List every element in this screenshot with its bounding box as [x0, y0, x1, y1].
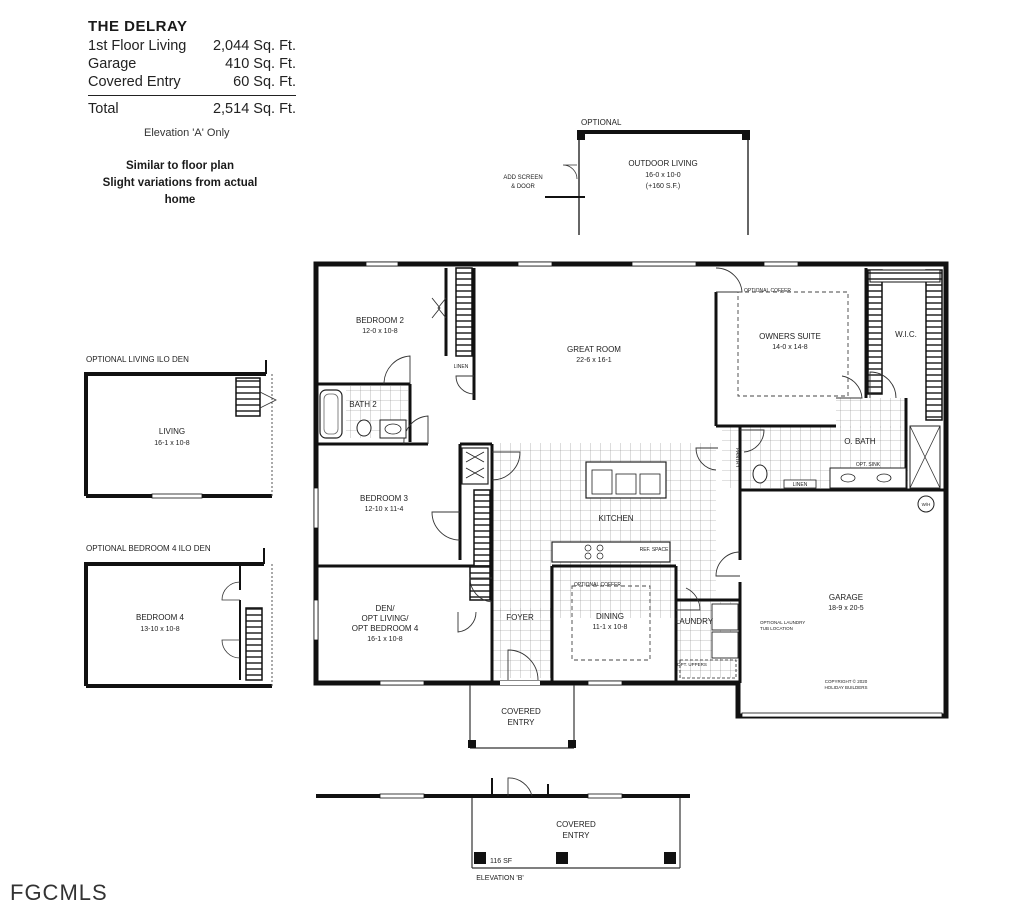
- laundry-note-1: OPTIONAL LAUNDRY: [760, 620, 805, 625]
- bedroom3-name: BEDROOM 3: [360, 494, 409, 503]
- sqft-row-total: Total 2,514 Sq. Ft.: [88, 101, 296, 117]
- owners-suite-name: OWNERS SUITE: [759, 332, 821, 341]
- optional-bedroom4-plan: OPTIONAL BEDROOM 4 ILO DEN BEDROOM 4 13-…: [84, 544, 273, 688]
- pantry-label: PANTRY: [734, 448, 740, 468]
- optional-living-plan: OPTIONAL LIVING ILO DEN LIVING 16-1 x 10…: [84, 355, 277, 499]
- sqft-label: Covered Entry: [88, 74, 181, 90]
- linen-label-2: LINEN: [793, 482, 808, 488]
- sqft-label: Total: [88, 101, 119, 117]
- den-line-2: OPT LIVING/: [362, 614, 410, 623]
- dining-name: DINING: [596, 612, 624, 621]
- covered-entry-a-line1: COVERED: [501, 707, 541, 716]
- kitchen-label: KITCHEN: [598, 514, 633, 523]
- dining-coffer-note: OPTIONAL COFFER: [574, 582, 621, 588]
- laundry-label: LAUNDRY: [675, 617, 714, 626]
- garage-name: GARAGE: [829, 593, 863, 602]
- sqft-row-living: 1st Floor Living 2,044 Sq. Ft.: [88, 38, 296, 54]
- opt-sink-label: OPT. SINK: [856, 462, 881, 468]
- opt-bed4-name: BEDROOM 4: [136, 613, 185, 622]
- disclaimer-line-1: Similar to floor plan: [126, 160, 234, 172]
- outdoor-screen-note-2: & DOOR: [511, 184, 535, 190]
- wic-label: W.I.C.: [895, 330, 917, 339]
- ref-space-label: REF. SPACE: [640, 547, 669, 553]
- sqft-value: 60 Sq. Ft.: [233, 74, 296, 90]
- main-floor-plan: BEDROOM 2 12-0 x 10-8 GREAT ROOM 22-6 x …: [313, 261, 949, 719]
- opt-living-dims: 16-1 x 10-8: [154, 440, 190, 447]
- sqft-row-garage: Garage 410 Sq. Ft.: [88, 56, 296, 72]
- copyright-line-2: HOLIDAY BUILDERS: [824, 685, 867, 690]
- elev-b-area: 116 SF: [490, 858, 512, 865]
- copyright-line-1: COPYRIGHT © 2020: [825, 678, 868, 684]
- linen-label-1: LINEN: [454, 364, 469, 370]
- laundry-note-2: TUB LOCATION: [760, 626, 793, 631]
- sqft-value: 410 Sq. Ft.: [225, 56, 296, 72]
- outdoor-area: (+160 S.F.): [646, 183, 680, 190]
- covered-entry-a-line2: ENTRY: [508, 718, 536, 727]
- outdoor-screen-note-1: ADD SCREEN: [503, 175, 542, 181]
- optional-outdoor-living: OPTIONAL OUTDOOR LIVING 16-0 x 10-0 (+16…: [503, 118, 750, 235]
- owners-coffer-note: OPTIONAL COFFER: [744, 288, 791, 294]
- opt-bed4-tag: OPTIONAL BEDROOM 4 ILO DEN: [86, 544, 211, 553]
- elevation-b-plan: COVERED ENTRY 116 SF ELEVATION 'B': [316, 777, 690, 882]
- sqft-value: 2,044 Sq. Ft.: [212, 38, 296, 54]
- owners-bath-label: O. BATH: [844, 437, 876, 446]
- elev-b-label: ELEVATION 'B': [476, 875, 524, 882]
- opt-living-name: LIVING: [159, 427, 185, 436]
- elev-b-line2: ENTRY: [563, 831, 591, 840]
- bedroom3-dims: 12-10 x 11-4: [365, 506, 404, 513]
- sqft-label: Garage: [88, 56, 137, 72]
- bath2-label: BATH 2: [349, 400, 377, 409]
- outdoor-name: OUTDOOR LIVING: [628, 159, 697, 168]
- foyer-label: FOYER: [506, 613, 534, 622]
- dining-dims: 11-1 x 10-8: [593, 624, 628, 631]
- sqft-label: 1st Floor Living: [88, 38, 187, 54]
- den-dims: 16-1 x 10-8: [367, 636, 403, 643]
- plan-title: THE DELRAY: [88, 18, 188, 35]
- disclaimer-line-2: Slight variations from actual: [102, 177, 258, 189]
- mls-watermark: FGCMLS: [10, 880, 108, 905]
- covered-entry-a: COVERED ENTRY: [468, 685, 576, 749]
- opt-living-tag: OPTIONAL LIVING ILO DEN: [86, 355, 189, 364]
- opt-bed4-dims: 13-10 x 10-8: [140, 626, 179, 633]
- sqft-value: 2,514 Sq. Ft.: [212, 101, 296, 117]
- elev-b-line1: COVERED: [556, 820, 596, 829]
- garage-dims: 18-9 x 20-5: [828, 605, 864, 612]
- bedroom2-dims: 12-0 x 10-8: [362, 328, 398, 335]
- elevation-note: Elevation 'A' Only: [144, 127, 230, 139]
- sqft-row-entry: Covered Entry 60 Sq. Ft.: [88, 74, 296, 90]
- owners-suite-dims: 14-0 x 14-8: [772, 344, 808, 351]
- opt-uppers-label: OPT. UPPERS: [677, 662, 707, 667]
- outdoor-dims: 16-0 x 10-0: [645, 172, 681, 179]
- disclaimer-line-3: home: [164, 194, 196, 206]
- bedroom2-name: BEDROOM 2: [356, 316, 405, 325]
- sqft-divider: [88, 95, 296, 96]
- outdoor-optional-tag: OPTIONAL: [581, 118, 622, 127]
- den-line-1: DEN/: [375, 604, 395, 613]
- den-line-3: OPT BEDROOM 4: [352, 624, 419, 633]
- great-room-name: GREAT ROOM: [567, 345, 621, 354]
- water-heater-label: W/H: [922, 502, 931, 507]
- great-room-dims: 22-6 x 16-1: [576, 357, 612, 364]
